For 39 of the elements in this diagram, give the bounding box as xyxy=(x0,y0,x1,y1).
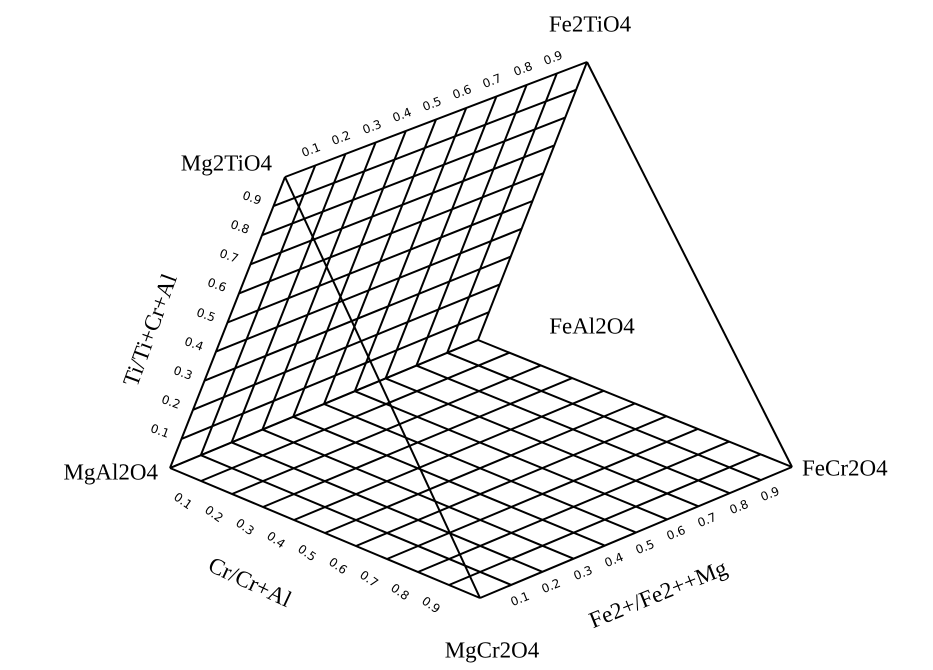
tick-label: 0.9 xyxy=(758,484,781,504)
tick-label: 0.5 xyxy=(634,537,656,556)
tick-label: 0.1 xyxy=(509,590,532,608)
tick-label: 0.5 xyxy=(420,94,444,113)
tick-label: 0.5 xyxy=(194,306,217,324)
tick-label: 0.6 xyxy=(326,556,350,576)
tick-label: 0.1 xyxy=(300,140,322,159)
tick-label: 0.9 xyxy=(420,594,442,616)
tick-label: 0.7 xyxy=(217,247,240,266)
tick-label: 0.4 xyxy=(264,530,288,550)
tick-label: 0.4 xyxy=(182,334,206,352)
tick-label: 0.7 xyxy=(696,511,718,530)
tick-label: 0.1 xyxy=(148,422,171,440)
vertex-label: MgCr2O4 xyxy=(444,638,540,662)
vertex-label: MgAl2O4 xyxy=(63,460,158,484)
tick-label: 0.5 xyxy=(296,542,318,564)
tick-label: 0.8 xyxy=(728,498,750,516)
tick-label: 0.2 xyxy=(330,128,352,148)
tick-label: 0.6 xyxy=(665,524,688,543)
vertex-label: Fe2TiO4 xyxy=(548,12,632,36)
tick-label: 0.9 xyxy=(542,48,564,67)
tick-label: 0.7 xyxy=(358,568,380,590)
tick-label: 0.8 xyxy=(388,582,412,602)
tick-label: 0.8 xyxy=(512,60,534,78)
tick-label: 0.2 xyxy=(160,392,182,411)
vertex-label: Mg2TiO4 xyxy=(180,152,272,174)
vertex-label: FeAl2O4 xyxy=(549,314,635,338)
tick-label: 0.2 xyxy=(202,504,226,524)
tick-label: 0.6 xyxy=(451,82,474,102)
tick-label: 0.1 xyxy=(172,490,194,512)
tick-label: 0.8 xyxy=(228,218,252,236)
tick-label: 0.9 xyxy=(240,189,263,207)
tick-label: 0.3 xyxy=(360,117,383,136)
tick-label: 0.2 xyxy=(540,576,562,595)
vertex-label: FeCr2O4 xyxy=(802,456,888,480)
tick-label: 0.3 xyxy=(234,516,256,538)
tick-label: 0.6 xyxy=(206,276,228,294)
tick-label: 0.7 xyxy=(481,71,504,90)
tick-label: 0.4 xyxy=(390,106,413,124)
